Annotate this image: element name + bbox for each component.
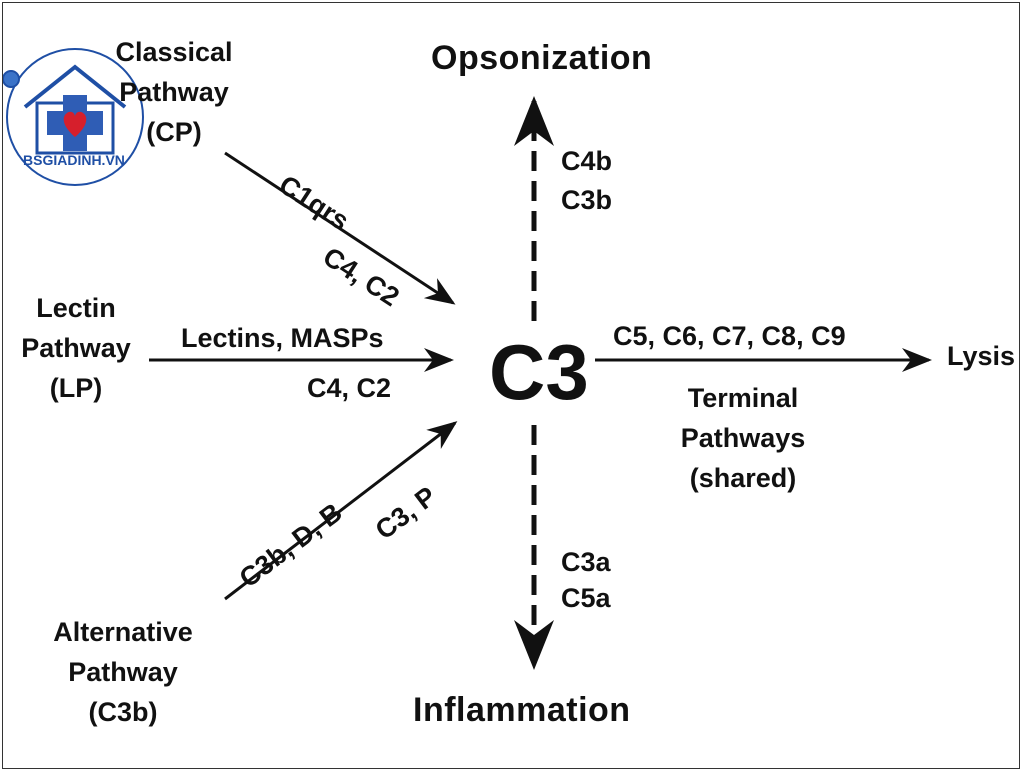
classical-line1: Classical: [115, 37, 233, 67]
up-arrow-label-2: C3b: [561, 185, 613, 215]
lectin-arrow-bottom-label: C4, C2: [307, 373, 392, 403]
terminal-line2: Pathways: [680, 423, 806, 453]
alternative-line2: Pathway: [68, 657, 178, 687]
brand-logo: BSGIADINH.VN: [2, 45, 145, 190]
lectin-arrow-top-label: Lectins, MASPs: [181, 323, 384, 353]
logo-text: BSGIADINH.VN: [23, 152, 125, 168]
terminal-line1: Terminal: [687, 383, 799, 413]
alternative-line3: (C3b): [88, 697, 158, 727]
classical-line2: Pathway: [119, 77, 229, 107]
lectin-line3: (LP): [49, 373, 103, 403]
terminal-pathways-label: Terminal Pathways (shared): [653, 385, 833, 492]
lectin-line1: Lectin: [36, 293, 116, 323]
lectin-pathway-label: Lectin Pathway (LP): [3, 295, 149, 402]
inflammation-label: Inflammation: [413, 691, 631, 729]
up-arrow-label-1: C4b: [561, 146, 613, 176]
classical-line3: (CP): [146, 117, 202, 147]
arrows-layer: [149, 96, 932, 670]
c3-center-label: C3: [489, 328, 589, 416]
classical-pathway-label: Classical Pathway (CP): [89, 39, 259, 146]
classical-arrow: [224, 151, 456, 305]
lectin-line2: Pathway: [21, 333, 131, 363]
alternative-line1: Alternative: [53, 617, 193, 647]
opsonization-label: Opsonization: [431, 39, 653, 77]
terminal-line3: (shared): [689, 463, 797, 493]
lysis-label: Lysis: [947, 341, 1016, 371]
alternative-pathway-label: Alternative Pathway (C3b): [33, 619, 213, 726]
down-arrow-label-2: C5a: [561, 583, 611, 613]
terminal-components-label: C5, C6, C7, C8, C9: [613, 321, 846, 351]
alternative-arrow: [224, 421, 458, 601]
down-arrow-label-1: C3a: [561, 547, 611, 577]
